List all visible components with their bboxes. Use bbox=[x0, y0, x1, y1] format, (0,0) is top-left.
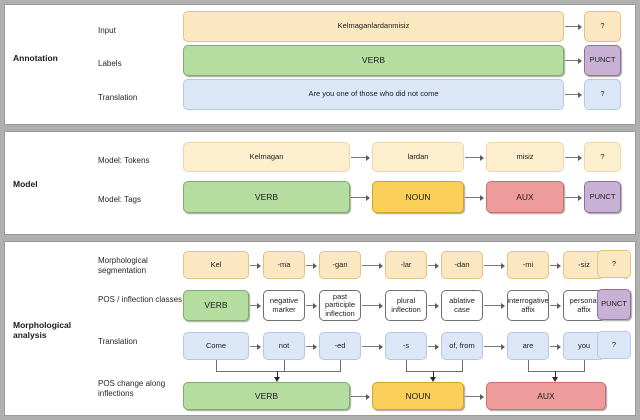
row-label-pos-change: POS change along inflections bbox=[98, 379, 166, 398]
arrow-seg-3-4 bbox=[428, 262, 439, 269]
section-title-model: Model bbox=[13, 179, 38, 189]
pos-change-cell-2: AUX bbox=[486, 382, 606, 410]
row-label-input: Input bbox=[98, 26, 116, 35]
pos-change-cell-0: VERB bbox=[183, 382, 350, 410]
pos-infl-cell-1: negative marker bbox=[263, 290, 305, 321]
model-token-cell-2: misiz bbox=[486, 142, 564, 172]
panel-model: Model Model: Tokens Model: Tags Kelmagan… bbox=[4, 131, 636, 235]
section-title-annotation: Annotation bbox=[13, 53, 58, 63]
panel-annotation: Annotation Input Labels Translation Kelm… bbox=[4, 4, 636, 125]
morph-trans-cell-1: not bbox=[263, 332, 305, 360]
morph-seg-cell-4: -dan bbox=[441, 251, 483, 279]
arrow-input-to-tail bbox=[565, 23, 582, 30]
pos-infl-cell-4: ablative case bbox=[441, 290, 483, 321]
annotation-translation-box: Are you one of those who did not come bbox=[183, 79, 564, 110]
pos-infl-cell-3: plural inflection bbox=[385, 290, 427, 321]
annotation-input-tail: ? bbox=[584, 11, 621, 42]
model-tag-cell-0: VERB bbox=[183, 181, 350, 213]
arrow-token-0-1 bbox=[351, 154, 370, 161]
arrow-pos-2-3 bbox=[362, 302, 383, 309]
model-tag-tail: PUNCT bbox=[584, 181, 621, 213]
pos-infl-cell-6: personal affix bbox=[563, 290, 605, 321]
arrow-token-2-tail bbox=[565, 154, 582, 161]
pos-infl-cell-5: interrogative affix bbox=[507, 290, 549, 321]
arrow-trans-2-3 bbox=[362, 343, 383, 350]
row-label-morph-segmentation: Morphological segmentation bbox=[98, 256, 148, 275]
arrow-seg-2-3 bbox=[362, 262, 383, 269]
arrow-pos-5-6 bbox=[550, 302, 561, 309]
arrow-tag-0-1 bbox=[351, 194, 370, 201]
model-token-tail: ? bbox=[584, 142, 621, 172]
row-label-labels: Labels bbox=[98, 59, 122, 68]
pos-change-cell-1: NOUN bbox=[372, 382, 464, 410]
morph-seg-tail-hidden bbox=[623, 251, 629, 279]
arrow-translation-to-tail bbox=[565, 91, 582, 98]
morph-trans-cell-6: you bbox=[563, 332, 605, 360]
arrow-token-1-2 bbox=[465, 154, 484, 161]
morph-seg-cell-0: Kel bbox=[183, 251, 249, 279]
morph-seg-cell-1: -ma bbox=[263, 251, 305, 279]
arrow-seg-4-5 bbox=[484, 262, 505, 269]
arrow-pos-0-1 bbox=[250, 302, 261, 309]
pos-infl-cell-2: past participle inflection bbox=[319, 290, 361, 321]
model-tag-cell-1: NOUN bbox=[372, 181, 464, 213]
annotation-translation-tail: ? bbox=[584, 79, 621, 110]
model-tag-cell-2: AUX bbox=[486, 181, 564, 213]
arrow-trans-5-6 bbox=[550, 343, 561, 350]
arrow-seg-0-1 bbox=[250, 262, 261, 269]
annotation-input-box: Kelmaganlardanmisiz bbox=[183, 11, 564, 42]
spacer-a bbox=[602, 251, 606, 253]
morph-trans-cell-0: Come bbox=[183, 332, 249, 360]
arrow-trans-1-2 bbox=[306, 343, 317, 350]
pos-infl-cell-0: VERB bbox=[183, 290, 249, 321]
arrow-labels-to-punct bbox=[565, 57, 582, 64]
arrow-trans-6-tail bbox=[606, 343, 621, 350]
row-label-model-tokens: Model: Tokens bbox=[98, 156, 150, 165]
morph-seg-cell-6: -siz bbox=[563, 251, 605, 279]
morph-tail-anchor bbox=[619, 250, 623, 252]
arrow-trans-4-5 bbox=[484, 343, 505, 350]
row-label-model-tags: Model: Tags bbox=[98, 195, 141, 204]
morph-trans-cell-5: are bbox=[507, 332, 549, 360]
arrow-trans-3-4 bbox=[428, 343, 439, 350]
morph-trans-cell-3: -s bbox=[385, 332, 427, 360]
morph-seg-cell-3: -lar bbox=[385, 251, 427, 279]
arrow-pos-3-4 bbox=[428, 302, 439, 309]
panel-morph: Morphological analysis Morphological seg… bbox=[4, 241, 636, 416]
row-label-pos-inflection: POS / inflection classes bbox=[98, 295, 183, 304]
arrow-pos-6-punct bbox=[606, 302, 621, 309]
morph-seg-cell-2: -gan bbox=[319, 251, 361, 279]
morph-trans-cell-2: -ed bbox=[319, 332, 361, 360]
arrow-poschange-0-1 bbox=[351, 393, 370, 400]
arrow-seg-6-tail bbox=[606, 262, 621, 269]
arrow-tag-1-2 bbox=[465, 194, 484, 201]
morph-seg-cell-5: -mi bbox=[507, 251, 549, 279]
arrow-poschange-1-2 bbox=[465, 393, 484, 400]
morph-trans-cell-4: of, from bbox=[441, 332, 483, 360]
row-label-translation: Translation bbox=[98, 93, 138, 102]
arrow-pos-4-5 bbox=[484, 302, 505, 309]
model-token-cell-0: Kelmagan bbox=[183, 142, 350, 172]
arrow-tag-2-punct bbox=[565, 194, 582, 201]
arrow-seg-5-6 bbox=[550, 262, 561, 269]
annotation-labels-tail: PUNCT bbox=[584, 45, 621, 76]
section-title-morph: Morphological analysis bbox=[13, 320, 72, 340]
arrow-trans-0-1 bbox=[250, 343, 261, 350]
model-token-cell-1: lardan bbox=[372, 142, 464, 172]
arrow-seg-1-2 bbox=[306, 262, 317, 269]
annotation-labels-box: VERB bbox=[183, 45, 564, 76]
arrow-pos-1-2 bbox=[306, 302, 317, 309]
row-label-morph-translation: Translation bbox=[98, 337, 138, 346]
